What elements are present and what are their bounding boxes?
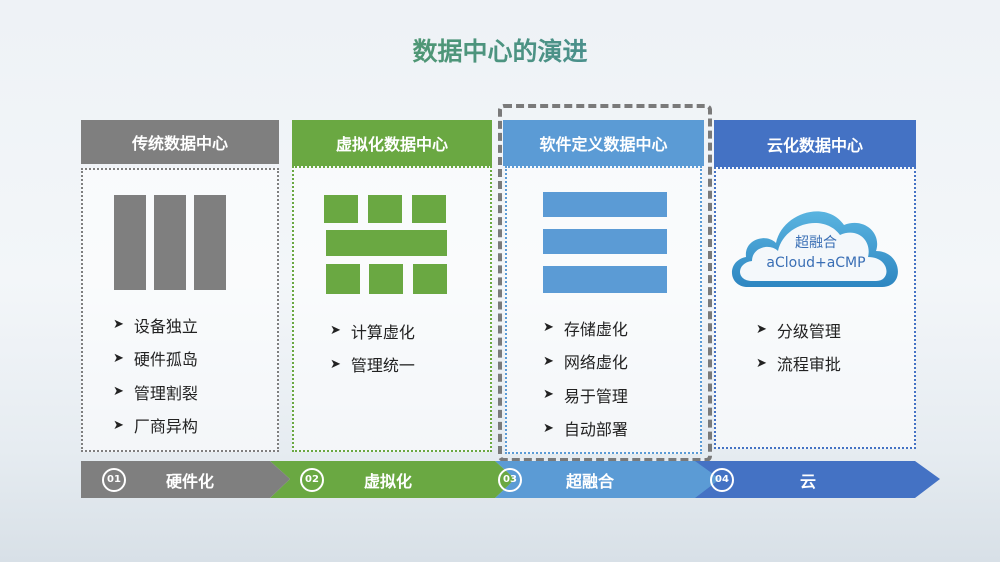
column-header-virtualization: 虚拟化数据中心 (292, 120, 492, 166)
list-item: ➤管理统一 (330, 356, 415, 376)
stage-segment-cloud (675, 461, 940, 498)
arrow-bullet-icon: ➤ (756, 322, 767, 338)
arrow-bullet-icon: ➤ (330, 356, 341, 372)
stage-segment-virtualization (270, 461, 515, 498)
grid-block-icon (326, 230, 447, 256)
column-box-software-defined: ➤存储虚化 ➤网络虚化 ➤易于管理 ➤自动部署 (505, 166, 702, 454)
stage-number: 01 (102, 467, 126, 492)
arrow-bullet-icon: ➤ (113, 317, 124, 333)
stage-label: 硬件化 (166, 471, 215, 491)
list-item: ➤设备独立 (113, 316, 198, 336)
cloud-label-line1: 超融合 (795, 235, 837, 251)
stage-number: 03 (498, 467, 522, 492)
grid-block-icon (368, 195, 402, 223)
grid-block-icon (412, 195, 446, 223)
column-box-virtualization: ➤计算虚化 ➤管理统一 (292, 166, 492, 452)
column-header-traditional: 传统数据中心 (81, 120, 279, 164)
stage-segment-hardware (81, 461, 290, 498)
arrow-bullet-icon: ➤ (543, 420, 554, 436)
column-box-traditional: ➤设备独立 ➤硬件孤岛 ➤管理割裂 ➤厂商异构 (81, 168, 279, 452)
list-item: ➤管理割裂 (113, 383, 198, 403)
column-box-cloud: 超融合 aCloud+aCMP ➤分级管理 ➤流程审批 (714, 167, 916, 449)
arrow-bullet-icon: ➤ (543, 320, 554, 336)
stage-number: 04 (710, 467, 734, 492)
rack-icon (114, 195, 146, 290)
arrow-bullet-icon: ➤ (113, 417, 124, 433)
grid-block-icon (413, 264, 447, 294)
list-item: ➤网络虚化 (543, 353, 628, 373)
grid-block-icon (324, 195, 358, 223)
stage-label: 云 (800, 471, 817, 491)
arrow-bullet-icon: ➤ (756, 355, 767, 371)
list-item: ➤厂商异构 (113, 417, 198, 437)
arrow-bullet-icon: ➤ (543, 353, 554, 369)
list-item: ➤计算虚化 (330, 322, 415, 342)
stage-label: 超融合 (566, 471, 615, 491)
stage-label: 虚拟化 (364, 471, 413, 491)
grid-block-icon (369, 264, 403, 294)
arrow-bullet-icon: ➤ (330, 323, 341, 339)
list-item: ➤存储虚化 (543, 319, 628, 339)
cloud-icon (731, 211, 898, 287)
list-item: ➤自动部署 (543, 420, 628, 440)
stage-arrow-bar (81, 461, 940, 498)
layer-bar-icon (543, 229, 667, 254)
arrow-bullet-icon: ➤ (543, 387, 554, 403)
rack-icon (194, 195, 226, 290)
list-item: ➤流程审批 (756, 355, 841, 375)
stage-segment-hci (495, 461, 720, 498)
highlight-dashed-frame (498, 104, 712, 462)
page-title: 数据中心的演进 (0, 32, 1000, 68)
column-header-cloud: 云化数据中心 (714, 120, 916, 167)
list-item: ➤分级管理 (756, 321, 841, 341)
grid-block-icon (326, 264, 360, 294)
layer-bar-icon (543, 192, 667, 217)
cloud-label-line2: aCloud+aCMP (766, 255, 866, 271)
arrow-bullet-icon: ➤ (113, 384, 124, 400)
list-item: ➤易于管理 (543, 386, 628, 406)
column-header-software-defined: 软件定义数据中心 (503, 120, 704, 166)
stage-number: 02 (300, 467, 324, 492)
list-item: ➤硬件孤岛 (113, 350, 198, 370)
rack-icon (154, 195, 186, 290)
stage-labels: 01 硬件化 02 虚拟化 03 超融合 04 云 (0, 461, 1000, 498)
arrow-bullet-icon: ➤ (113, 350, 124, 366)
layer-bar-icon (543, 266, 667, 293)
